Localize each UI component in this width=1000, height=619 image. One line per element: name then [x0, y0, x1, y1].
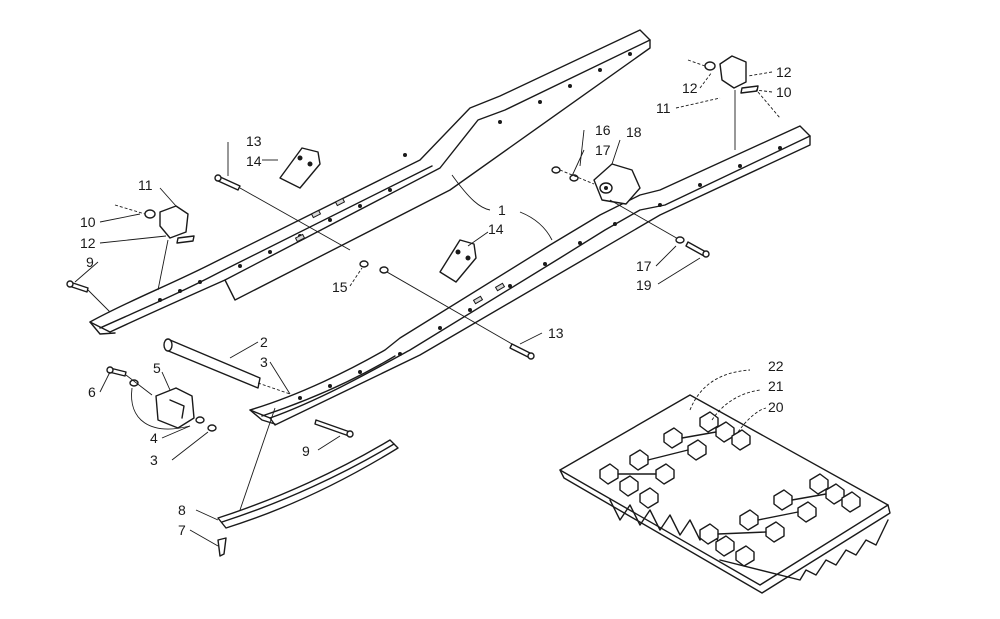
- track-section: [559, 369, 891, 594]
- right-idler-assembly: [687, 55, 781, 150]
- callout-10: 10: [776, 84, 792, 100]
- wear-strip: [217, 407, 399, 557]
- callout-1: 1: [498, 202, 506, 218]
- mounting-bracket-lower: [439, 239, 477, 283]
- callout-21: 21: [768, 378, 784, 394]
- idler-wheel: [106, 366, 217, 432]
- callout-11: 11: [138, 177, 153, 193]
- callout-20: 20: [768, 399, 784, 415]
- callout-13: 13: [548, 325, 564, 341]
- callout-13: 13: [246, 133, 262, 149]
- callout-labels: 1 2 3 3 4 5 6 7 8 9 9 10 10 11 11 12 12 …: [80, 64, 792, 538]
- washers: [359, 260, 389, 274]
- callout-17: 17: [636, 258, 652, 274]
- callout-12: 12: [682, 80, 698, 96]
- callout-9: 9: [86, 254, 94, 270]
- callout-2: 2: [260, 334, 268, 350]
- callout-17: 17: [595, 142, 611, 158]
- callout-12: 12: [80, 235, 96, 251]
- left-idler-assembly: [114, 204, 195, 291]
- left-skid-frame: [89, 29, 651, 335]
- callout-22: 22: [768, 358, 784, 374]
- callout-11: 11: [656, 100, 671, 116]
- wheel-assembly: [551, 163, 710, 258]
- callout-leaders: [74, 71, 773, 547]
- callout-14: 14: [488, 221, 504, 237]
- callout-15: 15: [332, 279, 348, 295]
- callout-19: 19: [636, 277, 652, 293]
- callout-7: 7: [178, 522, 186, 538]
- mounting-bracket-upper: [279, 147, 321, 189]
- callout-14: 14: [246, 153, 262, 169]
- callout-3: 3: [260, 354, 268, 370]
- cross-shaft: [163, 338, 291, 395]
- right-skid-frame: [249, 125, 811, 426]
- callout-4: 4: [150, 430, 158, 446]
- front-bolt: [66, 280, 111, 313]
- callout-18: 18: [626, 124, 642, 140]
- callout-3: 3: [150, 452, 158, 468]
- bolt-lower: [379, 267, 535, 360]
- callout-16: 16: [595, 122, 611, 138]
- callout-8: 8: [178, 502, 186, 518]
- bolt-upper: [214, 174, 351, 251]
- callout-6: 6: [88, 384, 96, 400]
- callout-10: 10: [80, 214, 96, 230]
- rear-bolt: [314, 419, 354, 438]
- callout-5: 5: [153, 360, 161, 376]
- callout-12: 12: [776, 64, 792, 80]
- callout-9: 9: [302, 443, 310, 459]
